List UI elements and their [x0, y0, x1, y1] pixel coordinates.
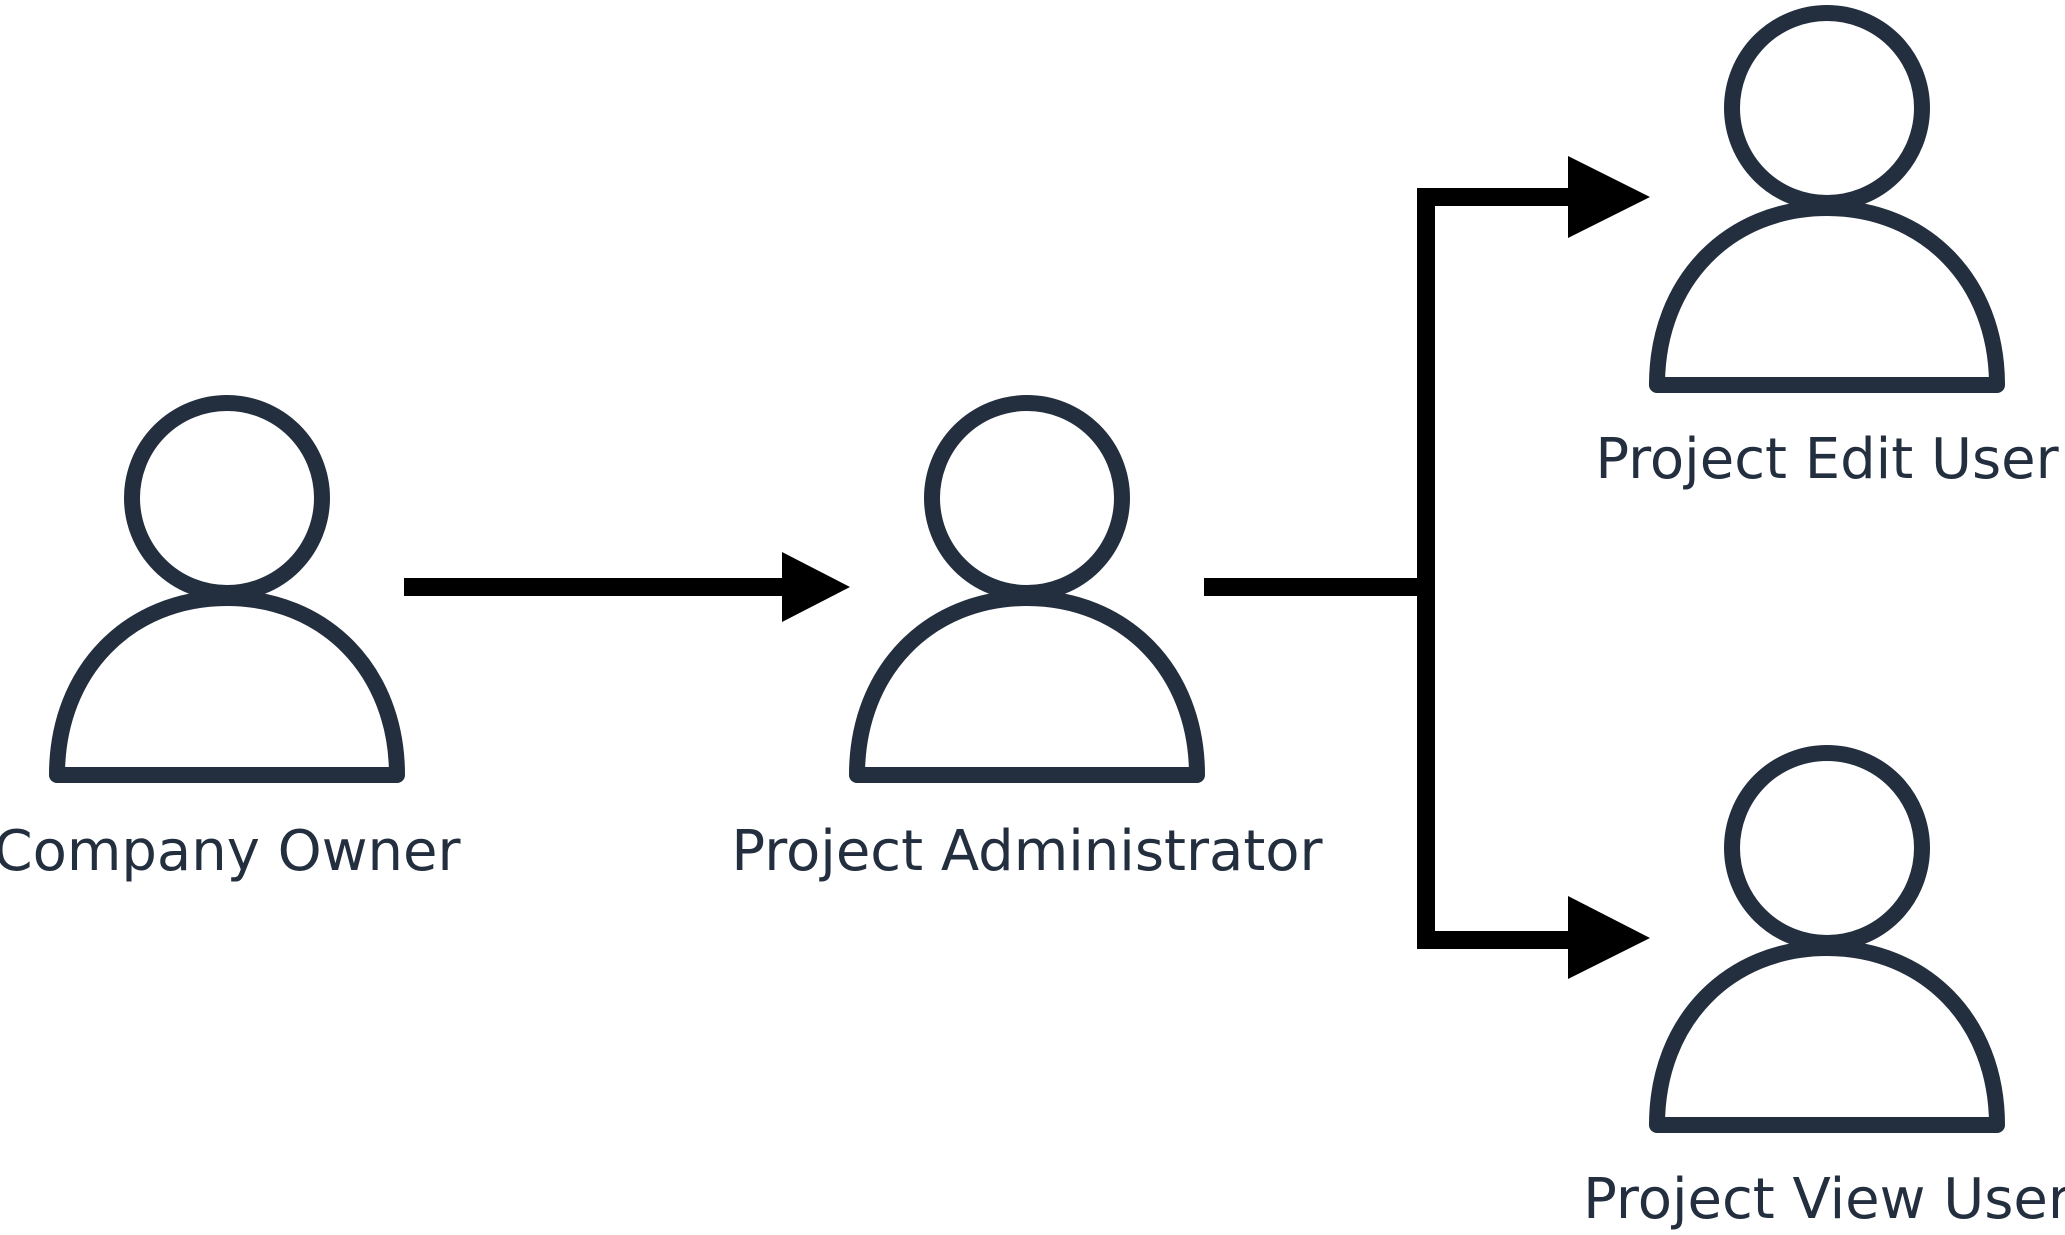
user-icon [1649, 745, 2005, 1133]
node-label-project-administrator: Project Administrator [731, 819, 1323, 884]
arrowhead-icon [1568, 896, 1650, 979]
node-company-owner: Company Owner [0, 395, 462, 884]
user-head [1724, 745, 1930, 951]
user-body [1649, 940, 2005, 1133]
user-head [924, 395, 1130, 601]
node-project-edit-user: Project Edit User [1595, 5, 2060, 492]
node-label-project-edit-user: Project Edit User [1595, 427, 2059, 492]
arrowhead-icon [1568, 156, 1650, 238]
arrowhead-icon [782, 552, 850, 622]
user-head [1724, 5, 1930, 211]
node-project-view-user: Project View User [1583, 745, 2065, 1232]
user-icon [49, 395, 405, 783]
user-icon [1649, 5, 2005, 393]
edge-administrator-to-view-user [1568, 896, 1650, 979]
user-body [1649, 200, 2005, 393]
node-label-company-owner: Company Owner [0, 819, 462, 884]
user-body [849, 590, 1205, 783]
node-project-administrator: Project Administrator [731, 395, 1324, 884]
user-body [49, 590, 405, 783]
branch-connector-line [1417, 188, 1575, 949]
user-head [124, 395, 330, 601]
edge-administrator-branch [1204, 188, 1575, 949]
edge-administrator-to-edit-user [1568, 156, 1650, 238]
edge-owner-to-administrator [404, 552, 850, 622]
user-icon [849, 395, 1205, 783]
node-label-project-view-user: Project View User [1583, 1167, 2065, 1232]
